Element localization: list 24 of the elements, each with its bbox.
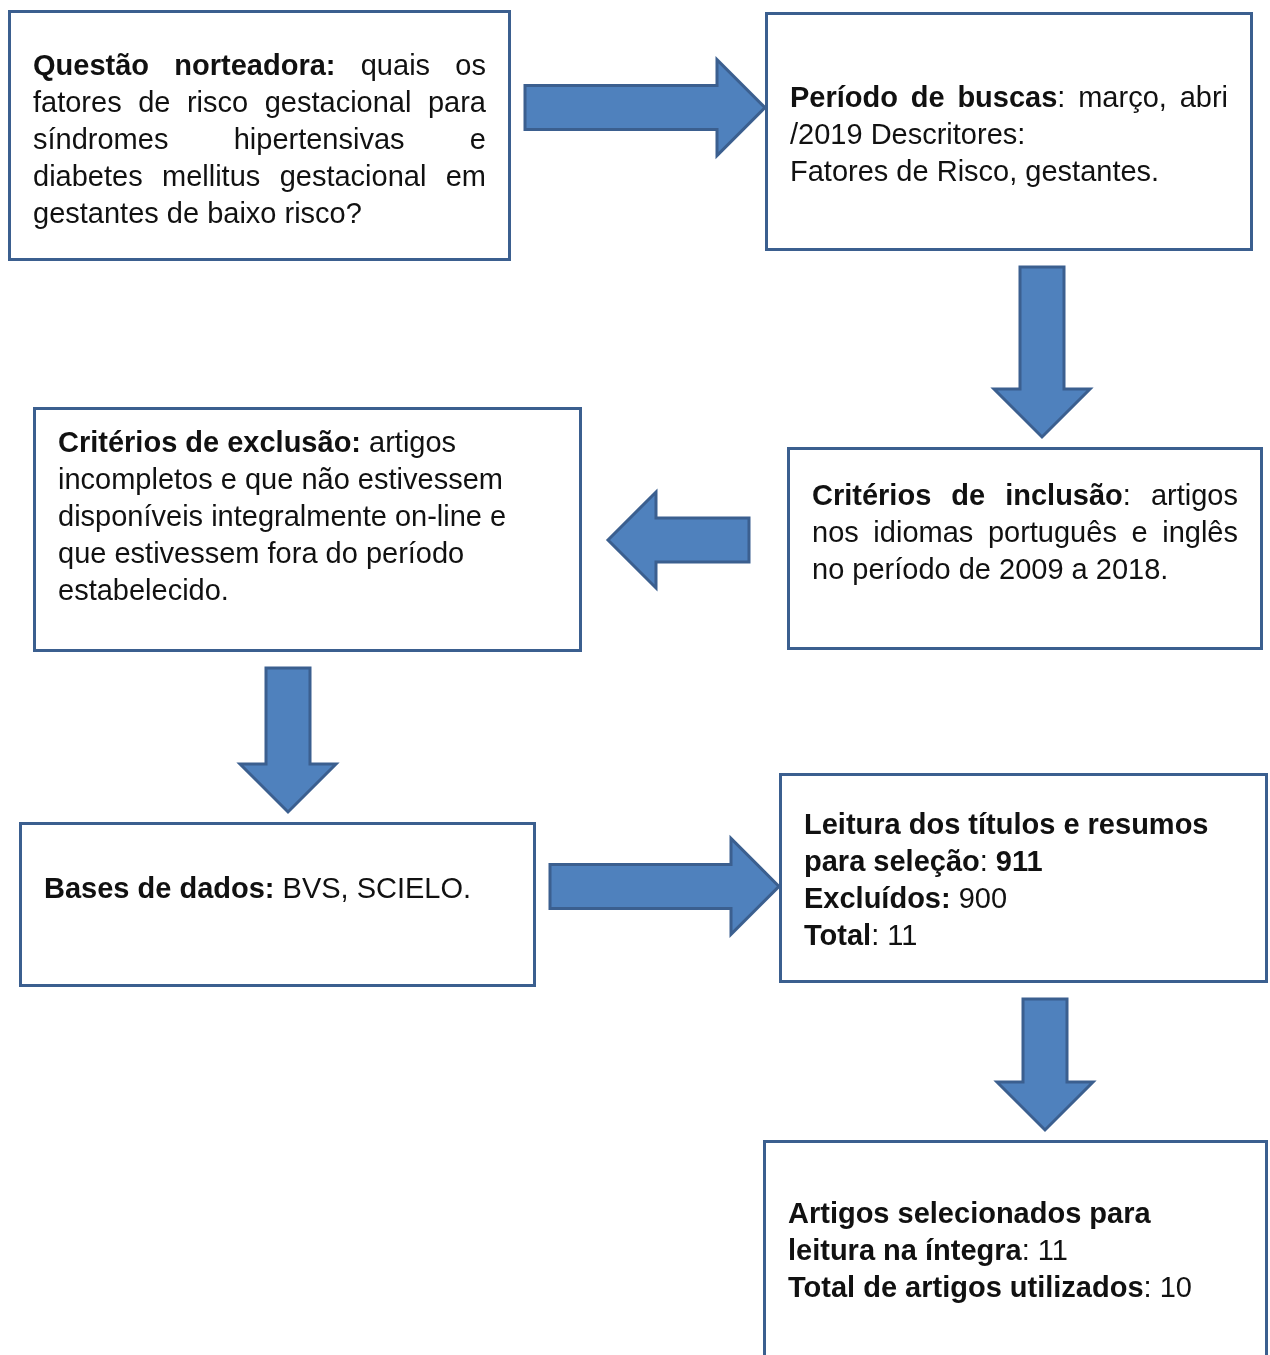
selected-articles-box xyxy=(763,1140,1268,1355)
box-text: Artigos selecionados para leitura na íntegra: 11 xyxy=(788,1196,1152,1268)
database-box xyxy=(19,822,536,987)
inclusion-criteria-box xyxy=(787,447,1263,650)
search-period-box xyxy=(765,12,1253,251)
screening-box xyxy=(779,773,1268,983)
box-text: Fatores de Risco, gestantes. xyxy=(790,154,1161,189)
block-arrow xyxy=(605,488,751,592)
box-text: Total: 11 xyxy=(804,918,919,953)
block-arrow xyxy=(548,834,782,939)
box-text: Questão norteadora: quais os fatores de risco gestacional para síndromes hipertensivas e diabetes mellitus gestacional em gestantes de baixo risco? xyxy=(33,48,486,231)
box-text: Total de artigos utilizados: 10 xyxy=(788,1270,1193,1305)
box-text: Leitura dos títulos e resumos para seleção: 911 xyxy=(804,807,1210,879)
block-arrow xyxy=(523,55,768,160)
box-text: Critérios de inclusão: artigos nos idiomas português e inglês no período de 2009 a 2018. xyxy=(812,478,1238,587)
block-arrow xyxy=(236,666,340,815)
exclusion-criteria-box xyxy=(33,407,582,652)
question-box xyxy=(8,10,511,261)
box-text: Critérios de exclusão: artigos incompletos e que não estivessem disponíveis integralmente on-line e que estivessem fora do período estabelecido. xyxy=(58,425,508,608)
box-text: Bases de dados: BVS, SCIELO. xyxy=(44,871,473,906)
box-text: Período de buscas: março, abri /2019 Descritores: xyxy=(790,80,1228,152)
block-arrow xyxy=(993,997,1097,1133)
block-arrow xyxy=(990,265,1094,440)
box-text: Excluídos: 900 xyxy=(804,881,1009,916)
